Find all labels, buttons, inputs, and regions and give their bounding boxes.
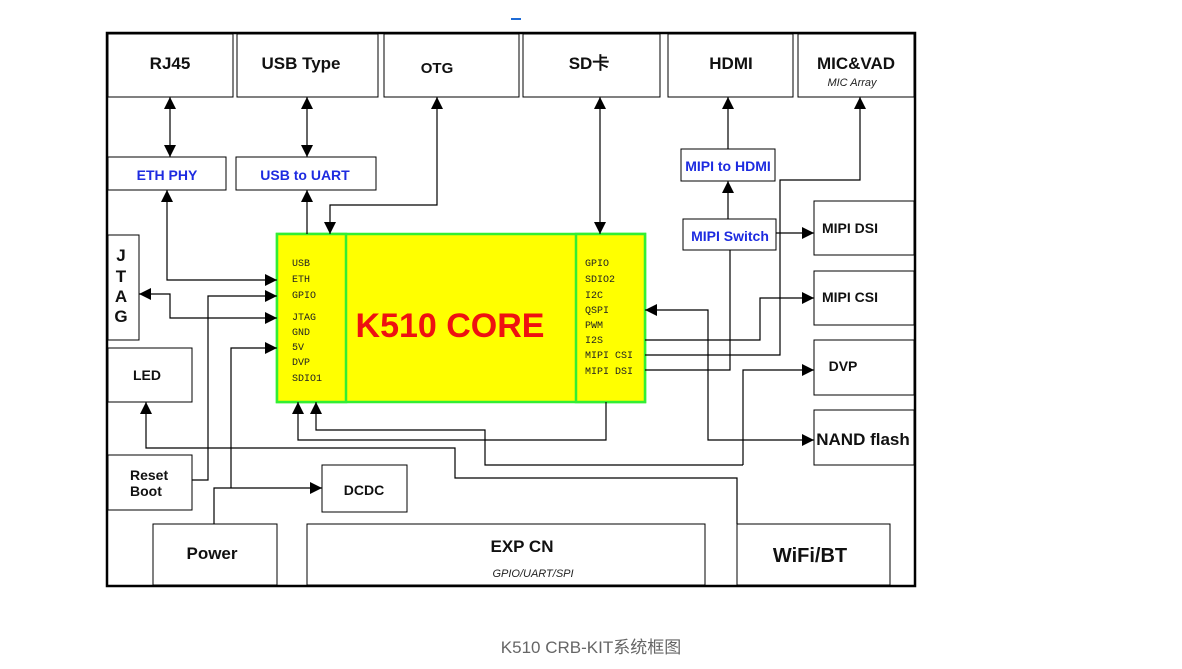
dvp-loop-link xyxy=(310,402,743,466)
mipi-csi-label: MIPI CSI xyxy=(822,289,878,305)
led-label: LED xyxy=(133,367,161,383)
otg-label: OTG xyxy=(421,60,454,77)
mic-array-label: MIC Array xyxy=(827,77,878,89)
dcdc-block xyxy=(321,464,408,513)
mic-vad-label: MIC&VAD xyxy=(817,54,895,73)
nand-flash-label: NAND flash xyxy=(816,430,910,449)
otg-block xyxy=(383,33,520,98)
jtag-letter-g: G xyxy=(114,307,127,326)
right-pin: PWM xyxy=(585,321,603,332)
wifi-bt-label: WiFi/BT xyxy=(773,545,847,567)
core-left-pins: USB ETH GPIO JTAG GND 5V DVP SDIO1 xyxy=(292,259,322,385)
left-pin: USB xyxy=(292,259,310,270)
dvp-link xyxy=(742,364,814,465)
eth-phy-label: ETH PHY xyxy=(137,167,198,183)
core-right-pins: GPIO SDIO2 I2C QSPI PWM I2S MIPI CSI MIP… xyxy=(585,259,633,378)
right-pin: MIPI DSI xyxy=(585,367,633,378)
sd-label: SD卡 xyxy=(569,53,610,73)
usb-type-label: USB Type xyxy=(261,54,340,73)
dvp-block xyxy=(813,339,915,396)
eth-phy-block xyxy=(107,156,227,191)
exp-cn-block xyxy=(306,523,706,586)
boot-label: Boot xyxy=(130,483,162,499)
power-label: Power xyxy=(186,544,237,563)
right-pin: I2C xyxy=(585,291,603,302)
right-pin: I2S xyxy=(585,336,603,347)
jtag-letter-a: A xyxy=(115,287,127,306)
dvp-label: DVP xyxy=(829,358,858,374)
mipi-dsi-block xyxy=(813,200,915,256)
sdio-loop-link xyxy=(292,402,607,441)
left-pin: DVP xyxy=(292,358,310,369)
mic-vad-block xyxy=(797,33,915,98)
mipi-csi-block xyxy=(813,270,915,326)
nand-link xyxy=(645,304,814,446)
connector-lines xyxy=(139,97,866,524)
right-pin: MIPI CSI xyxy=(585,351,633,362)
reset-label: Reset xyxy=(130,467,168,483)
dcdc-label: DCDC xyxy=(344,482,384,498)
rj45-label: RJ45 xyxy=(150,54,191,73)
led-wifi-link xyxy=(140,402,738,524)
mipi-to-hdmi-block xyxy=(680,148,776,182)
power-dcdc-link xyxy=(213,482,322,524)
jtag-block xyxy=(107,234,140,341)
mipi-switch-label: MIPI Switch xyxy=(691,228,769,244)
ethphy-core-link xyxy=(161,190,277,286)
right-pin: SDIO2 xyxy=(585,275,615,286)
rj45-block xyxy=(107,33,234,98)
left-pin: SDIO1 xyxy=(292,374,322,385)
right-pin: GPIO xyxy=(585,259,609,270)
right-pin: QSPI xyxy=(585,306,609,317)
reset-boot-block xyxy=(107,454,193,511)
nand-flash-block xyxy=(813,409,915,466)
mipi-dsi-label: MIPI DSI xyxy=(822,220,878,236)
core-title: K510 CORE xyxy=(356,307,545,345)
power-core-link xyxy=(230,342,277,488)
exp-cn-sub-label: GPIO/UART/SPI xyxy=(492,568,573,580)
core-right-pin-panel xyxy=(574,232,647,404)
jtag-letter-t: T xyxy=(116,267,127,286)
left-pin: GPIO xyxy=(292,291,316,302)
power-block xyxy=(152,523,278,586)
exp-cn-label: EXP CN xyxy=(491,537,554,556)
left-pin: JTAG xyxy=(292,313,316,324)
left-pin: ETH xyxy=(292,275,310,286)
left-pin: GND xyxy=(292,328,310,339)
left-pin: 5V xyxy=(292,343,304,354)
sd-block xyxy=(522,33,661,98)
led-block xyxy=(107,347,193,403)
reset-gpio-link xyxy=(192,290,277,481)
usb-to-uart-label: USB to UART xyxy=(260,167,350,183)
core-left-pin-panel xyxy=(275,232,348,404)
hdmi-block xyxy=(667,33,794,98)
otg-core-link xyxy=(324,97,443,234)
outer-frame xyxy=(105,31,917,588)
hdmi-label: HDMI xyxy=(709,54,752,73)
jtag-core-link xyxy=(139,288,277,324)
wifi-bt-block xyxy=(736,523,891,586)
mipi-to-hdmi-label: MIPI to HDMI xyxy=(685,158,771,174)
top-accent-mark xyxy=(511,18,521,20)
figure-caption: K510 CRB-KIT系统框图 xyxy=(500,638,682,657)
jtag-letter-j: J xyxy=(116,246,125,265)
